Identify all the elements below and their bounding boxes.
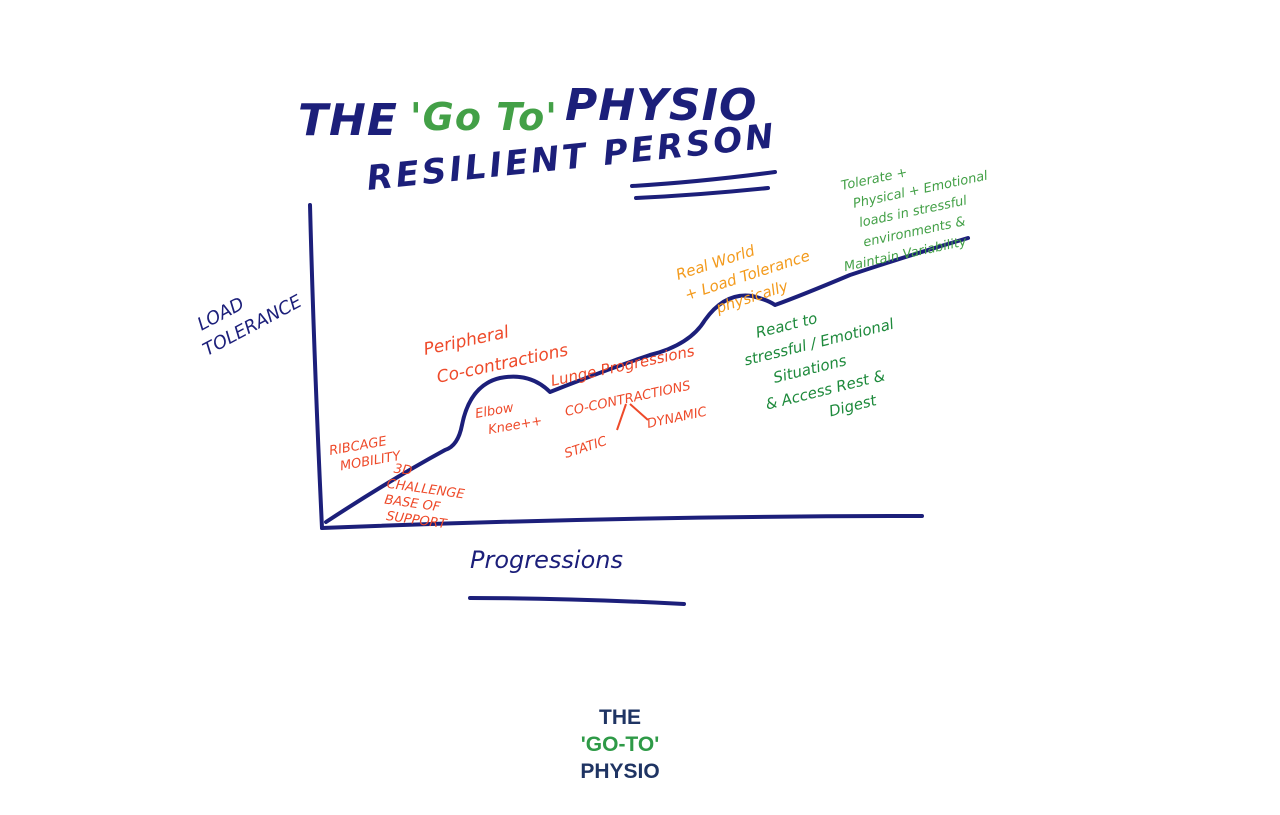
title-prefix: THE xyxy=(298,95,398,146)
static-label: STATIC xyxy=(563,434,610,462)
logo-line3: PHYSIO xyxy=(580,760,660,783)
dynamic-label: DYNAMIC xyxy=(646,404,709,431)
elbow-line1: Elbow xyxy=(474,400,515,422)
challenge-line1: 3D xyxy=(393,462,413,479)
xlabel: Progressions xyxy=(470,546,623,574)
title-suffix: PHYSIO xyxy=(565,80,757,131)
logo-line1: THE xyxy=(599,706,641,729)
xlabel-underline xyxy=(468,596,686,606)
cocontraction-branches xyxy=(616,403,649,431)
progression-curve xyxy=(324,236,970,524)
title-highlight: 'Go To' xyxy=(410,95,558,139)
x-axis xyxy=(320,514,924,530)
brand-logo: THE 'GO-TO' PHYSIO xyxy=(520,704,720,785)
person-underline-1 xyxy=(630,170,777,188)
person-underline-2 xyxy=(634,186,770,200)
y-axis xyxy=(308,203,324,530)
logo-line2: 'GO-TO' xyxy=(580,733,660,756)
